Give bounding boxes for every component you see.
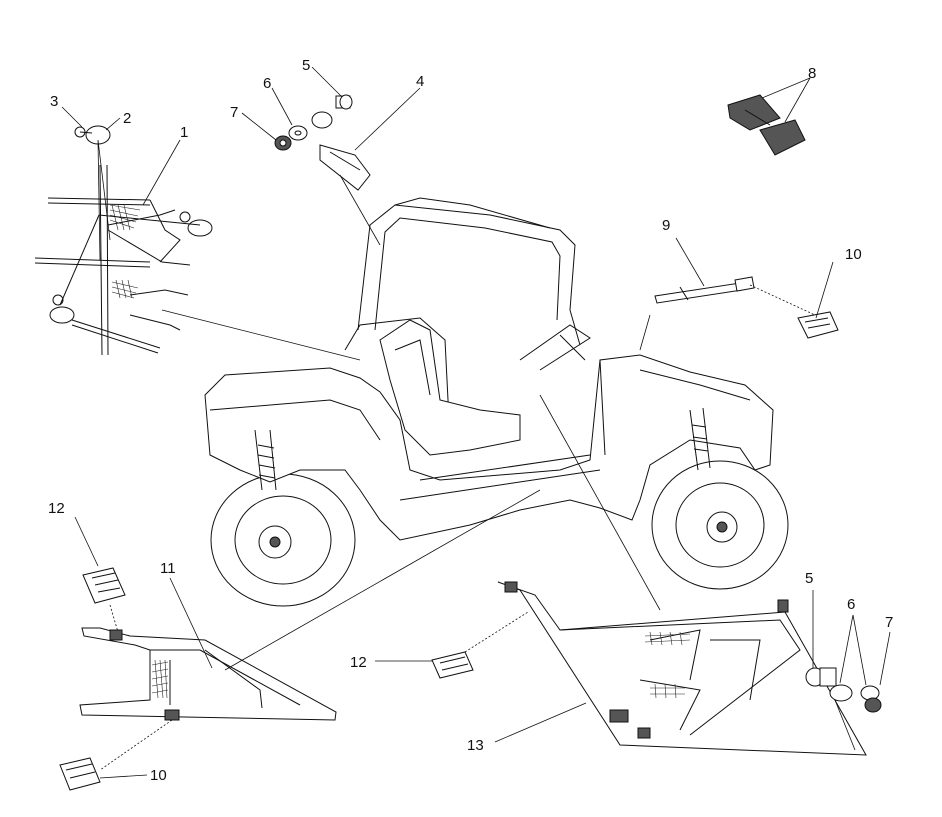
callout-7-top: 7: [230, 104, 238, 121]
net-mesh-right-door-lower: [650, 683, 685, 699]
callout-1: 1: [180, 124, 188, 141]
part-4-buckle: [319, 144, 381, 246]
fastener-head: [187, 219, 213, 237]
callout-8: 8: [808, 65, 816, 82]
callout-5-bottom: 5: [805, 570, 813, 587]
callout-6-top: 6: [263, 75, 271, 92]
leader-lines: [61, 66, 891, 779]
callout-10-lower: 10: [150, 767, 167, 784]
callout-11: 11: [160, 560, 176, 577]
part-9-strap: [654, 276, 755, 304]
callout-7-bottom: 7: [885, 614, 893, 631]
callout-12-middle: 12: [350, 654, 367, 671]
net-mesh-lower: [111, 279, 139, 299]
callout-10-upper: 10: [845, 246, 862, 263]
vehicle-illustration: [204, 197, 789, 607]
part-10-buckle-upper: [797, 311, 839, 339]
callout-4: 4: [416, 73, 424, 90]
fastener-head: [49, 306, 75, 324]
net-mesh-upper: [109, 204, 141, 231]
part-11-door-net-left: [79, 627, 337, 721]
callout-2: 2: [123, 110, 131, 127]
part-3-fastener: [74, 126, 93, 138]
callout-12-left: 12: [48, 500, 65, 517]
callout-3: 3: [50, 93, 58, 110]
part-10-buckle-lower: [59, 757, 101, 791]
callout-13: 13: [467, 737, 484, 754]
part-5-rivet-bottom: [805, 667, 837, 687]
part-7-nut-top: [274, 135, 292, 151]
part-1-net-assembly: [34, 164, 213, 356]
net-mesh-right-door-upper: [644, 631, 691, 646]
callout-9: 9: [662, 217, 670, 234]
part-7-nut-bottom: [860, 685, 882, 713]
front-wheel: [651, 460, 789, 590]
part-5-rivet-top: [311, 94, 353, 129]
part-6-washer-top: [288, 125, 308, 141]
callout-5-top: 5: [302, 57, 310, 74]
net-mesh-left-door: [151, 659, 169, 699]
callout-6-bottom: 6: [847, 596, 855, 613]
part-12-buckle-left: [82, 567, 126, 604]
callout-labels: 1 2 3 4 5 6 7 8 9 10 11 12 12 13 10 5 6 …: [48, 57, 893, 784]
part-12-buckle-middle: [431, 651, 474, 679]
rear-wheel: [210, 473, 356, 607]
part-8-buckle: [727, 94, 806, 156]
part-6-washer-bottom: [829, 684, 853, 702]
